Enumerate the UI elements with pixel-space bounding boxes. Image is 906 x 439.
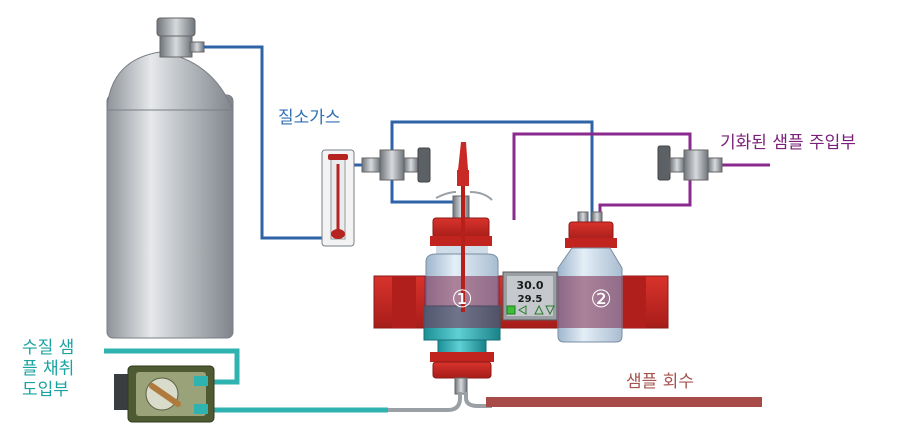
gas-cylinder-icon <box>106 17 234 339</box>
water-line <box>104 348 388 413</box>
probe <box>435 142 493 312</box>
vessel-2 <box>557 211 623 343</box>
vaporized-sample-inlet-label: 기화된 샘플 주입부 <box>720 133 856 153</box>
flowmeter-icon <box>321 149 355 247</box>
nitrogen-gas-label: 질소가스 <box>278 108 341 128</box>
water-sample-intake-label: 수질 샘플 채취 도입부 <box>22 338 75 400</box>
controller-current: 29.5 <box>518 294 543 305</box>
vessel-2-number: ② <box>590 285 612 313</box>
vessel-1-number: ① <box>451 285 473 313</box>
temperature-controller <box>502 271 558 321</box>
needle-valve-icon <box>657 145 723 181</box>
drain-line <box>388 392 492 412</box>
controller-setpoint: 30.0 <box>516 279 543 292</box>
peristaltic-pump-icon <box>114 365 215 423</box>
sample-return-label: 샘플 회수 <box>626 372 694 392</box>
needle-valve-icon <box>361 147 431 183</box>
